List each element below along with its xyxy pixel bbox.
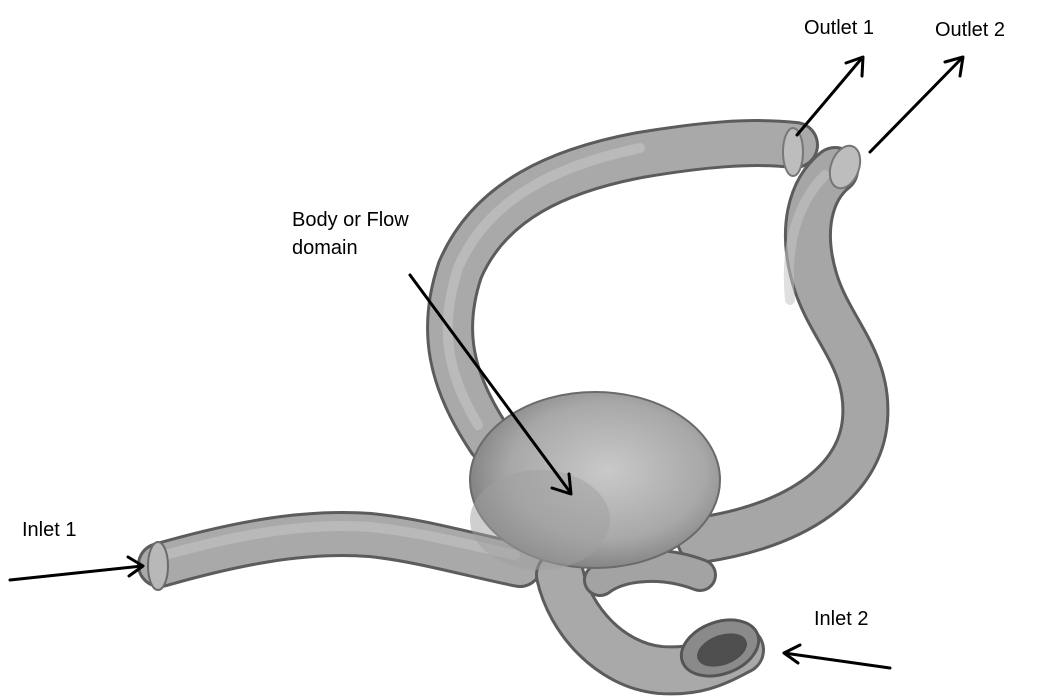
outlet1-arrow	[797, 57, 863, 135]
inlet1-vessel	[148, 526, 520, 590]
outlet1-vessel	[448, 128, 803, 440]
inlet1-arrow	[10, 557, 143, 580]
aneurysm-sac	[470, 392, 720, 570]
outlet2-vessel	[700, 142, 866, 540]
inlet2-vessel	[560, 566, 766, 686]
body-label-line1: Body or Flow	[292, 206, 492, 234]
body-label-line2: domain	[292, 234, 492, 262]
inlet2-label: Inlet 2	[814, 605, 868, 633]
inlet1-label: Inlet 1	[22, 516, 76, 544]
outlet2-label: Outlet 2	[935, 16, 1005, 44]
body-label: Body or Flow domain	[292, 206, 492, 262]
outlet2-arrow	[870, 57, 963, 152]
outlet1-label: Outlet 1	[804, 14, 874, 42]
inlet2-arrow	[784, 645, 890, 668]
